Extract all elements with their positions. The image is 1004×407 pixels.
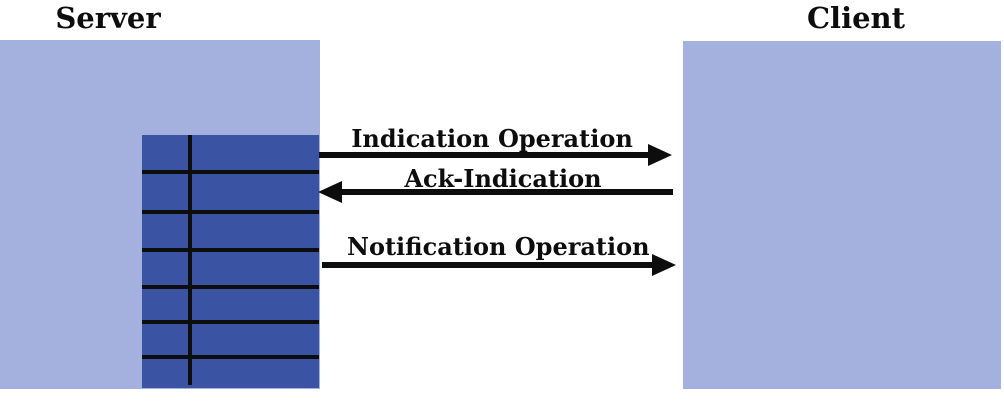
indication-operation-arrow-line	[319, 152, 650, 158]
table-gridline-horizontal	[142, 355, 319, 359]
table-gridline-horizontal	[142, 320, 319, 324]
notification-operation-arrow-line	[322, 262, 654, 268]
notification-operation-label: Notification Operation	[347, 232, 650, 261]
server-event-table	[142, 135, 319, 388]
ack-indication-label: Ack-Indication	[404, 164, 602, 193]
indication-operation-label: Indication Operation	[351, 124, 633, 153]
table-gridline-vertical	[188, 135, 192, 385]
table-gridline-horizontal	[142, 248, 319, 252]
client-box	[683, 41, 1001, 389]
table-gridline-horizontal	[142, 170, 319, 174]
arrowhead-left-icon	[318, 181, 342, 203]
table-gridline-horizontal	[142, 285, 319, 289]
server-title: Server	[55, 1, 161, 35]
table-gridline-horizontal	[142, 210, 319, 214]
arrowhead-right-icon	[648, 144, 672, 166]
arrowhead-right-icon	[652, 254, 676, 276]
client-title: Client	[806, 1, 906, 35]
ack-indication-arrow-line	[342, 189, 673, 195]
